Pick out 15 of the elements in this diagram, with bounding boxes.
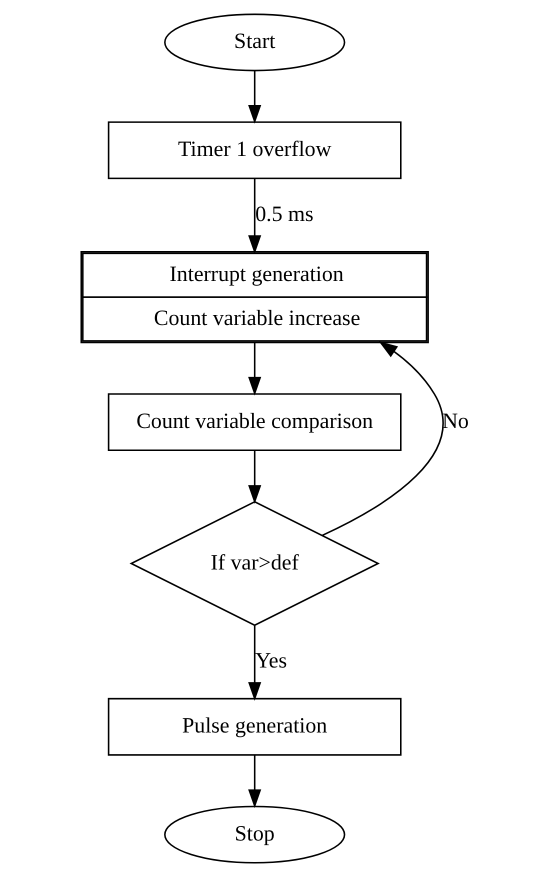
arrow [248,342,261,396]
node-ellipse: Start [164,14,345,72]
arrow [248,70,261,124]
node-diamond: If var>def [129,500,380,626]
edge-label: Yes [254,648,286,673]
arrow [248,450,261,504]
node-box: Count variable comparison [107,393,402,451]
node-ellipse: Stop [164,806,345,864]
arrow [248,178,261,254]
edge-label: 0.5 ms [254,202,314,226]
node-box: Timer 1 overflow [107,121,402,180]
arrow [248,626,261,701]
arrow [321,341,444,536]
node-box: Pulse generation [107,698,402,756]
arrow [248,755,261,808]
